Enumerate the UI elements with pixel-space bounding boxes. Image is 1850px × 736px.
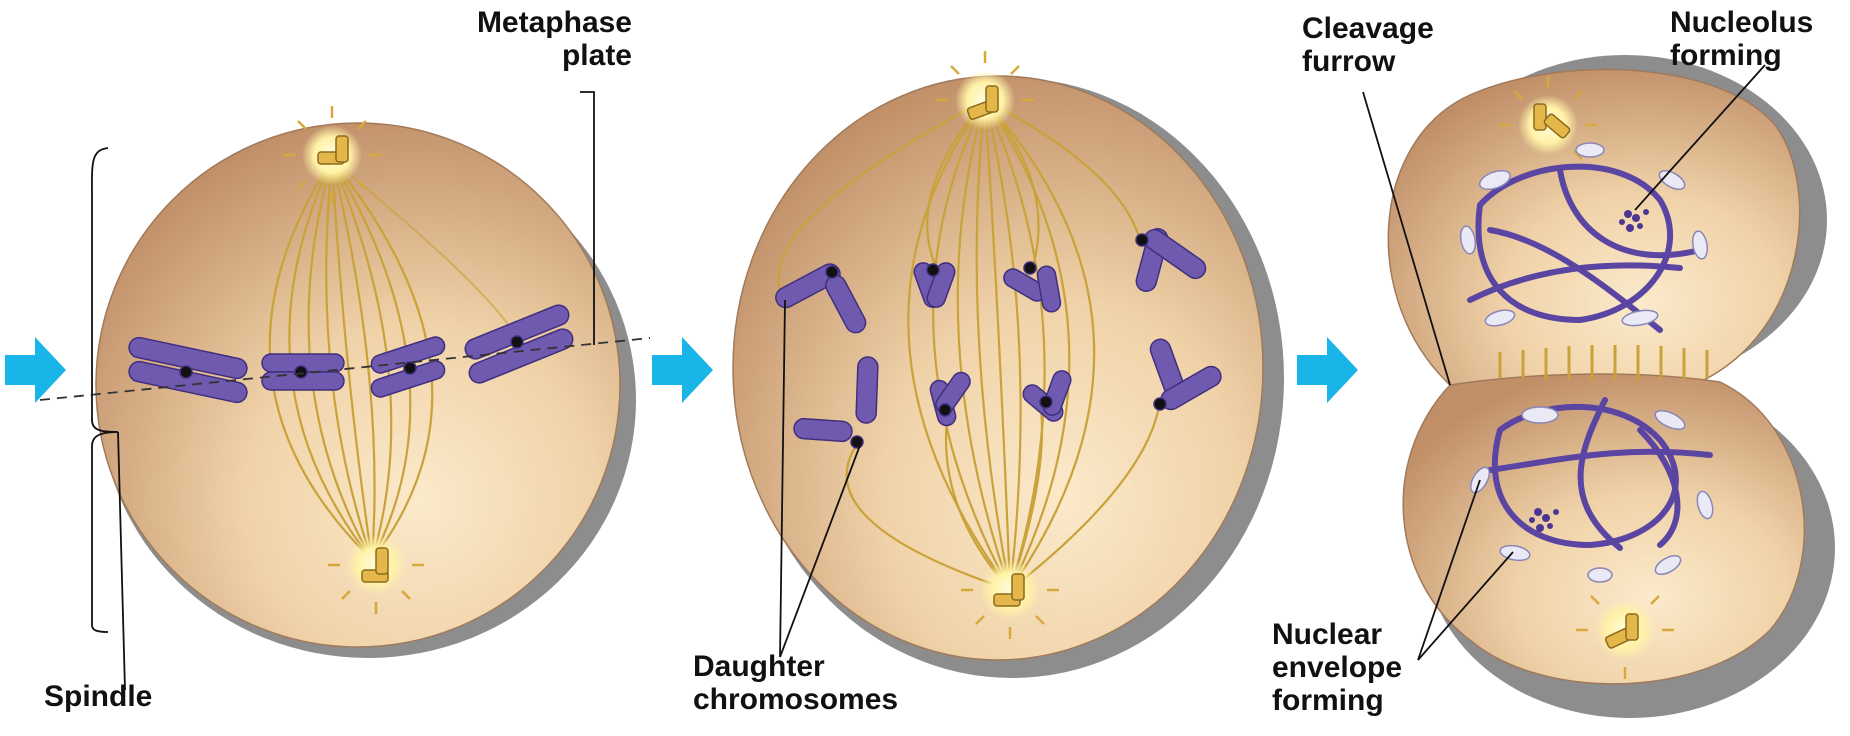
chromosome xyxy=(262,354,344,390)
cleavage-furrow-label: Cleavage furrow xyxy=(1302,12,1434,78)
anaphase-cell xyxy=(733,51,1284,678)
nucleolus-forming-label: Nucleolus forming xyxy=(1670,6,1813,72)
nuclear-envelope-forming-label: Nuclear envelope forming xyxy=(1272,618,1402,717)
metaphase-plate-label: Metaphase plate xyxy=(400,6,632,72)
cell-body xyxy=(1388,70,1804,684)
arrow-right-icon xyxy=(1297,337,1358,403)
daughter-chromosomes-label: Daughter chromosomes xyxy=(693,650,898,716)
spindle-label: Spindle xyxy=(44,680,152,713)
metaphase-cell xyxy=(40,106,650,658)
arrow-right-icon xyxy=(652,337,713,403)
arrow-right-icon xyxy=(5,337,66,403)
